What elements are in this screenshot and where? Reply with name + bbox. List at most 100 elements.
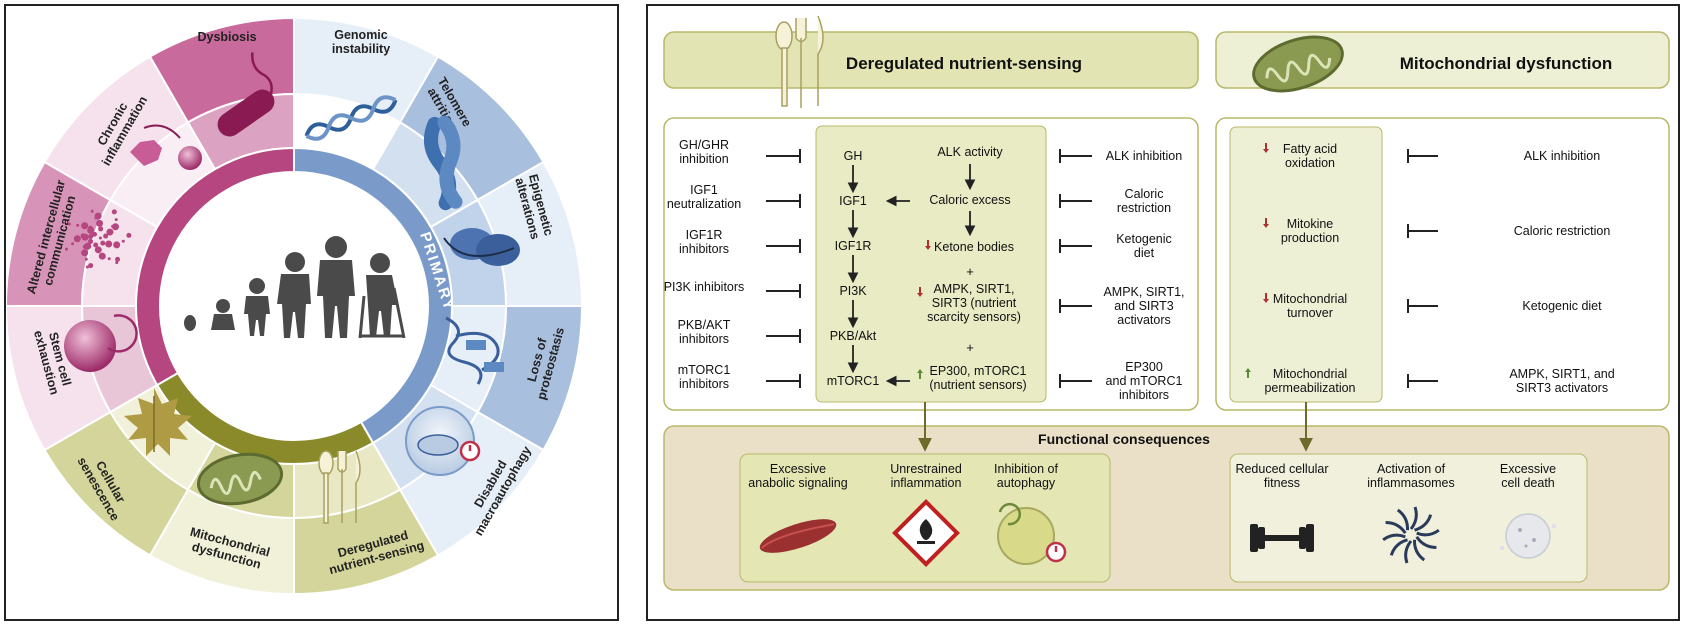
- signal-dot: [84, 257, 88, 261]
- signal-dot: [81, 222, 89, 230]
- decrease-arrowhead: [1263, 299, 1269, 303]
- pathway-node: GH: [844, 149, 863, 163]
- elderly-icon: [358, 253, 406, 339]
- nutrient-header-box: [663, 31, 1199, 89]
- signal-dot: [73, 235, 81, 243]
- leaf-icon: [124, 388, 192, 456]
- teen-icon: [277, 252, 311, 338]
- signal-dot: [76, 223, 80, 227]
- signal-dot: [100, 240, 106, 246]
- immune-cell-icon: [130, 124, 202, 170]
- inflammasome-arm: [1409, 506, 1418, 530]
- nutrient-header-title: Deregulated nutrient-sensing: [846, 54, 1082, 73]
- dumbbell-icon: [1250, 524, 1314, 552]
- flammable-icon: [892, 499, 960, 567]
- aging-people-illustration: [184, 236, 406, 339]
- nucleosome-icon: [443, 228, 520, 266]
- inflammasome-arm: [1413, 539, 1426, 562]
- signal-dot: [88, 238, 94, 244]
- signal-dot: [114, 218, 118, 222]
- utensils-header-icon: [775, 15, 824, 108]
- consequences-right-box: [1229, 453, 1588, 583]
- pathway-node: PI3K: [839, 284, 867, 298]
- mito-intervention-label: Ketogenic diet: [1522, 299, 1602, 313]
- signal-dot: [107, 257, 111, 261]
- inflammasome-arm: [1382, 533, 1406, 542]
- mitochondrion-icon: [196, 452, 284, 506]
- inflammasome-arm: [1416, 528, 1440, 537]
- chromosome-icon: [424, 115, 463, 211]
- right-inhibitor-label: ALK inhibition: [1106, 149, 1182, 163]
- plus-sign: +: [966, 264, 974, 279]
- wheel-icons: [64, 52, 520, 524]
- signal-dot: [67, 222, 71, 226]
- utensils-icon: [318, 450, 361, 524]
- signal-dot: [81, 249, 89, 257]
- mito-intervention-label: Caloric restriction: [1514, 224, 1611, 238]
- protein-icon: [445, 316, 504, 385]
- dead-cell-icon: [1500, 513, 1556, 559]
- decrease-arrowhead: [917, 293, 923, 297]
- hallmarks-wheel-panel: INTEGRATIVE PRIMARY ANTAGONISTIC Dysbios…: [4, 4, 619, 621]
- signal-dot: [98, 252, 106, 260]
- signal-dot: [113, 241, 121, 249]
- pathway-node: IGF1R: [835, 239, 872, 253]
- consequence-icons: [759, 499, 1556, 567]
- pathway-node: PKB/Akt: [830, 329, 877, 343]
- signal-dot: [81, 233, 89, 241]
- bacterium-icon: [217, 52, 275, 137]
- inflammasome-arm: [1404, 540, 1413, 564]
- ketone-node: Ketone bodies: [934, 240, 1014, 254]
- signal-dot: [126, 232, 132, 238]
- signal-dot: [115, 256, 121, 262]
- decrease-arrowhead: [925, 246, 931, 250]
- left-inhibitor-label: PI3K inhibitors: [664, 280, 745, 294]
- plus-sign: +: [966, 340, 974, 355]
- mito-intervention-label: ALK inhibition: [1524, 149, 1600, 163]
- signal-dot: [103, 233, 109, 239]
- baby-icon: [211, 299, 235, 330]
- signal-dot: [93, 242, 99, 248]
- decrease-arrowhead: [1263, 149, 1269, 153]
- signal-dot: [94, 216, 98, 220]
- signal-dot: [84, 242, 92, 250]
- mito-header-title: Mitochondrial dysfunction: [1400, 54, 1613, 73]
- signal-dot: [88, 263, 94, 269]
- signal-dot: [91, 231, 97, 237]
- pathway-box: [815, 125, 1047, 403]
- dna-icon: [304, 95, 398, 141]
- signal-dot: [111, 223, 119, 231]
- embryo-icon: [184, 315, 196, 331]
- signal-dot: [88, 233, 94, 239]
- mechanisms-diagram: Deregulated nutrient-sensing Mitochondri…: [663, 15, 1670, 591]
- muscle-icon: [759, 519, 837, 553]
- inflammasome-arm: [1389, 538, 1408, 556]
- signal-dot: [85, 265, 89, 269]
- signal-dot: [96, 219, 104, 227]
- alk-activity-node: ALK activity: [937, 145, 1003, 159]
- signal-dot: [98, 226, 104, 232]
- pathway-node: mTORC1: [827, 374, 880, 388]
- child-icon: [244, 278, 270, 336]
- signal-dot: [65, 247, 69, 251]
- autophagy-icon: [997, 502, 1067, 565]
